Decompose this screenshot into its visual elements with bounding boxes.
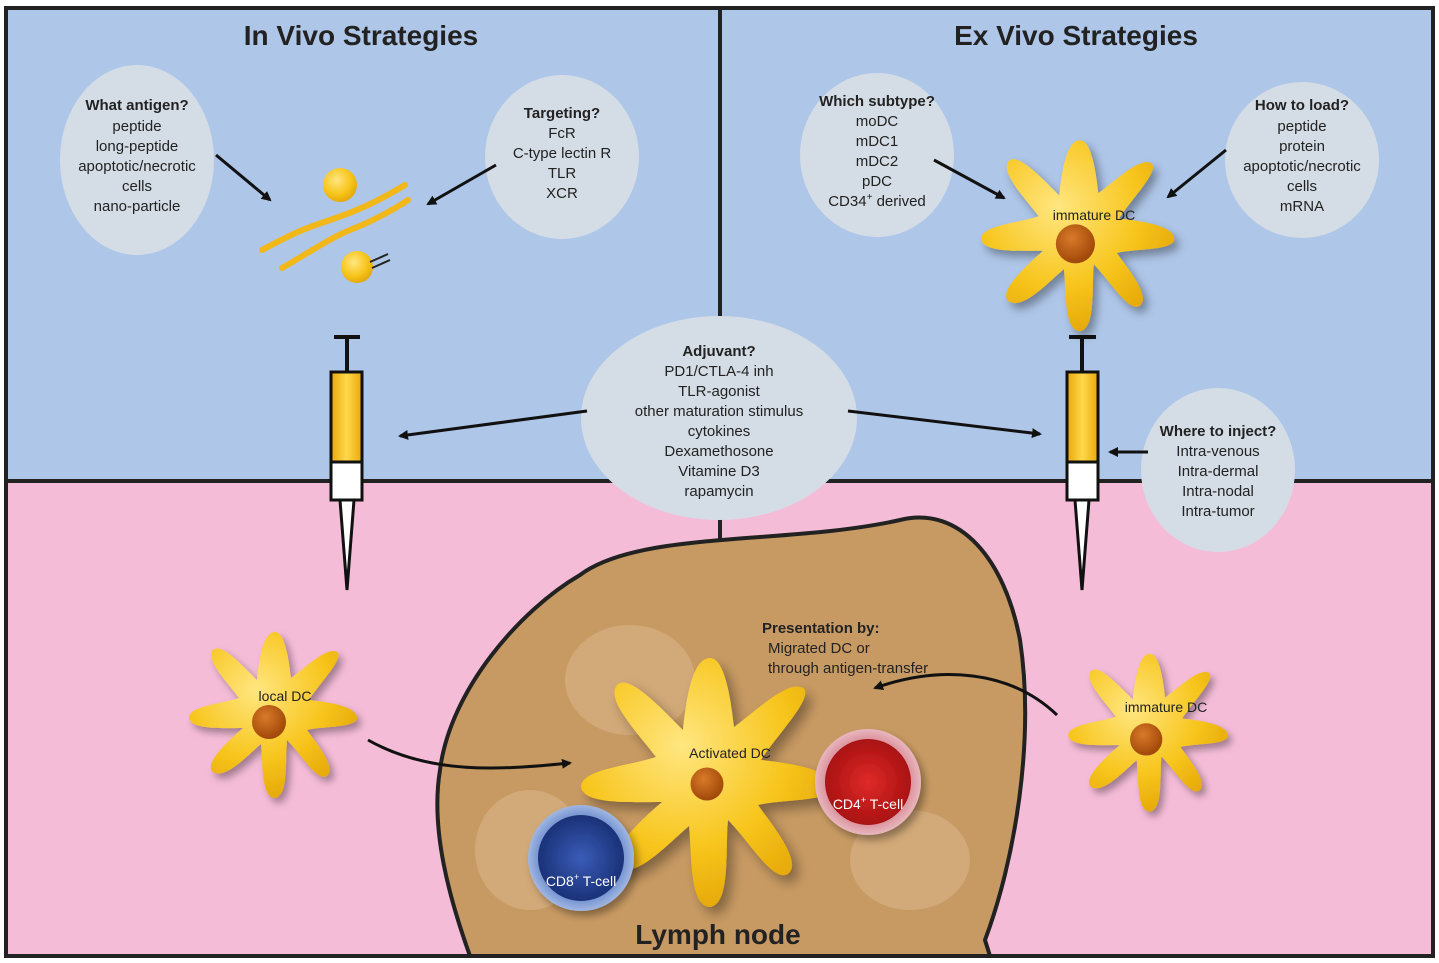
presentation-heading: Presentation by: — [762, 620, 880, 637]
bubble-line: Intra-nodal — [1182, 483, 1254, 500]
arrow-immature-dc-to-node — [873, 673, 1059, 717]
arrows — [215, 148, 1227, 770]
bubble-line: Intra-venous — [1176, 443, 1259, 460]
immature-dc-top — [981, 140, 1175, 332]
nano-particle — [323, 168, 357, 202]
cd8-t-cell — [528, 805, 634, 911]
bubble-line: Vitamine D3 — [678, 463, 759, 480]
antigen-particles — [259, 168, 411, 283]
dc-nucleus — [252, 705, 286, 739]
bubble-line: TLR — [548, 165, 577, 182]
bubble-line: apoptotic/necrotic — [1243, 158, 1361, 175]
particle-tag — [369, 253, 389, 263]
cd4-t-cell — [815, 729, 921, 835]
bubble-heading: Which subtype? — [819, 93, 935, 110]
immature-dc-top-label: immature DC — [1053, 207, 1135, 223]
bubble-line: nano-particle — [94, 198, 181, 215]
immature-dc-bottom — [1068, 653, 1228, 812]
bubble-heading: How to load? — [1255, 97, 1349, 114]
dc-nucleus — [1130, 723, 1163, 756]
bubble-line: cells — [1287, 178, 1317, 195]
bubble-line: XCR — [546, 185, 578, 202]
cd8-t-cell-label: CD8+ T-cell — [546, 872, 616, 889]
lymph-node-follicle — [850, 810, 970, 910]
bubble-line: Intra-dermal — [1178, 463, 1259, 480]
peptide-strand — [279, 197, 411, 271]
bubble-line: moDC — [856, 113, 899, 130]
bubble-heading: Adjuvant? — [682, 343, 755, 360]
dc-nucleus — [1055, 224, 1095, 264]
dc-nucleus — [690, 767, 724, 801]
what-antigen-bubble: What antigen? peptide long-peptide apopt… — [60, 65, 214, 255]
syringe-ex-vivo — [1065, 335, 1100, 591]
bubble-line: long-peptide — [96, 138, 179, 155]
bubble-line: apoptotic/necrotic — [78, 158, 196, 175]
bubble-line: TLR-agonist — [678, 383, 761, 400]
bubble-line: PD1/CTLA-4 inh — [664, 363, 773, 380]
in-vivo-title: In Vivo Strategies — [244, 20, 478, 51]
particle-tag — [371, 259, 391, 269]
arrow-local-dc-to-node — [367, 738, 572, 770]
local-dc-label: local DC — [259, 688, 312, 704]
bubble-line: protein — [1279, 138, 1325, 155]
bubble-line: mDC1 — [856, 133, 899, 150]
lymph-node-label: Lymph node — [635, 919, 800, 950]
targeting-bubble: Targeting? FcR C-type lectin R TLR XCR — [485, 75, 639, 239]
nano-particle — [341, 251, 373, 283]
bubble-heading: Where to inject? — [1160, 423, 1277, 440]
bubble-line: other maturation stimulus — [635, 403, 803, 420]
presentation-note: Presentation by: Migrated DC or through … — [762, 620, 928, 677]
cd4-t-cell-label: CD4+ T-cell — [833, 795, 903, 812]
bubble-line: pDC — [862, 173, 892, 190]
bubble-line: peptide — [112, 118, 161, 135]
lymph-node-follicle — [565, 625, 695, 735]
which-subtype-bubble: Which subtype? moDC mDC1 mDC2 pDC CD34+ … — [800, 73, 954, 237]
peptide-strand — [259, 182, 408, 253]
arrow-subtype-to-dc — [933, 158, 1006, 200]
bubble-line: cytokines — [688, 423, 751, 440]
arrow-antigen-to-particles — [215, 153, 272, 202]
bubble-line: rapamycin — [684, 483, 753, 500]
bubble-line: cells — [122, 178, 152, 195]
adjuvant-bubble: Adjuvant? PD1/CTLA-4 inh TLR-agonist oth… — [581, 316, 857, 520]
bubble-line: peptide — [1277, 118, 1326, 135]
arrow-load-to-dc — [1166, 148, 1227, 199]
bubble-line: Intra-tumor — [1181, 503, 1254, 520]
bubble-heading: Targeting? — [524, 105, 600, 122]
immature-dc-bottom-label: immature DC — [1125, 699, 1207, 715]
presentation-line: Migrated DC or — [768, 640, 870, 657]
bubble-line: CD34+ derived — [828, 192, 926, 210]
bubble-line: mRNA — [1280, 198, 1324, 215]
arrow-adjuvant-to-ex-vivo — [847, 409, 1042, 439]
how-to-load-bubble: How to load? peptide protein apoptotic/n… — [1225, 82, 1379, 238]
bubble-line: C-type lectin R — [513, 145, 612, 162]
where-to-inject-bubble: Where to inject? Intra-venous Intra-derm… — [1141, 388, 1295, 552]
arrow-adjuvant-to-in-vivo — [398, 409, 588, 440]
bubble-heading: What antigen? — [85, 97, 188, 114]
bubble-line: Dexamethosone — [664, 443, 773, 460]
bubble-line: FcR — [548, 125, 576, 142]
presentation-line: through antigen-transfer — [768, 660, 928, 677]
syringe-in-vivo — [329, 335, 364, 591]
activated-dc-label: Activated DC — [689, 745, 771, 761]
ex-vivo-title: Ex Vivo Strategies — [954, 20, 1198, 51]
local-dc — [189, 632, 357, 798]
bubble-line: mDC2 — [856, 153, 899, 170]
activated-dc — [581, 658, 833, 907]
arrow-targeting-to-particles — [426, 163, 497, 206]
